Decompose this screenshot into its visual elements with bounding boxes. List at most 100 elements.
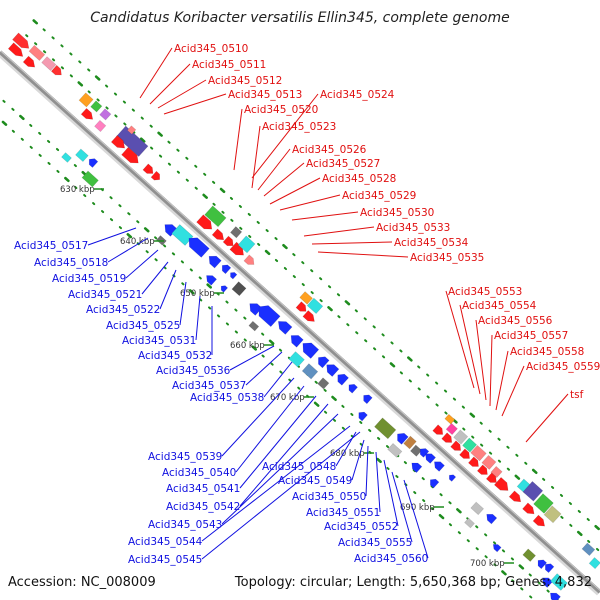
gc-tick	[524, 461, 528, 465]
gene-block	[306, 297, 324, 315]
reverse-label-leader	[107, 237, 149, 263]
reverse-label-leader	[87, 227, 137, 246]
gene-arrow	[230, 272, 238, 280]
forward-gene-label: Acid345_0526	[292, 144, 367, 156]
gene-arrow	[110, 134, 126, 149]
gene-block	[387, 442, 403, 458]
gene-block	[90, 100, 103, 113]
gc-tick	[265, 229, 269, 233]
gc-tick	[248, 234, 252, 238]
gc-tick	[176, 170, 180, 174]
reverse-gene-label: Acid345_0552	[324, 521, 398, 533]
gc-tick	[261, 332, 265, 336]
gene-arrow	[450, 440, 462, 451]
gc-tick	[216, 314, 221, 318]
reverse-gene-label: Acid345_0537	[172, 380, 246, 392]
gc-tick	[25, 34, 29, 38]
gc-tick	[206, 283, 212, 289]
gene-block	[230, 226, 243, 239]
reverse-label-leader	[239, 403, 329, 507]
gc-tick	[163, 266, 167, 270]
gc-tick	[466, 539, 470, 543]
backbone-highlight	[0, 50, 600, 592]
forward-label-leader	[233, 108, 243, 171]
reverse-label-leader	[351, 439, 365, 481]
gc-tick	[109, 196, 113, 200]
forward-label-leader	[459, 304, 481, 395]
gc-tick	[377, 436, 381, 441]
gc-tick	[202, 193, 208, 199]
gc-tick	[219, 187, 226, 194]
gc-tick	[376, 457, 382, 464]
gc-tick	[510, 557, 515, 561]
gene-block	[444, 413, 456, 425]
gc-tick	[426, 395, 430, 399]
gene-block	[61, 152, 72, 163]
gene-block	[470, 501, 485, 516]
gc-tick	[87, 68, 91, 72]
gc-tick	[479, 421, 483, 425]
gc-tick	[323, 388, 327, 392]
reverse-gene-label: Acid345_0542	[166, 501, 240, 513]
gene-arrow	[434, 461, 445, 472]
gc-tick	[408, 379, 412, 383]
gc-tick	[274, 237, 278, 241]
gc-tick	[596, 547, 600, 552]
gc-tick	[452, 397, 457, 401]
gene-arrow	[211, 228, 225, 241]
gc-tick	[417, 365, 421, 369]
gc-tick	[78, 60, 82, 64]
gene-arrow	[397, 432, 409, 445]
gene-arrow	[467, 456, 479, 467]
gc-tick	[221, 210, 225, 214]
gc-tick	[363, 317, 367, 321]
gc-tick	[518, 564, 525, 570]
gc-tick	[292, 253, 296, 257]
forward-label-leader	[251, 93, 319, 179]
forward-label-leader	[257, 148, 291, 191]
gc-tick	[550, 485, 555, 489]
forward-gene-label: Acid345_0558	[510, 346, 584, 358]
gc-tick	[122, 100, 127, 104]
gc-tick	[234, 308, 238, 312]
backbone-line	[0, 50, 600, 594]
reverse-gene-label: Acid345_0540	[162, 467, 236, 479]
gc-tick	[279, 370, 283, 374]
gc-tick	[185, 156, 189, 160]
forward-gene-label: tsf	[570, 389, 584, 401]
gene-arrow	[290, 335, 304, 348]
gc-tick	[243, 316, 247, 320]
gc-tick	[42, 28, 46, 32]
gene-block	[543, 505, 562, 524]
gc-tick	[145, 250, 149, 254]
gc-tick	[422, 499, 426, 503]
gc-tick	[34, 42, 38, 46]
kbp-label: 680 kbp	[330, 449, 365, 459]
gene-block	[464, 517, 475, 529]
gc-tick	[350, 412, 354, 416]
gene-block	[204, 205, 227, 228]
reverse-gene-label: Acid345_0550	[292, 491, 366, 503]
gc-tick	[568, 501, 572, 506]
gc-tick	[480, 443, 484, 447]
gc-tick	[11, 107, 15, 111]
gene-block	[126, 125, 137, 135]
gc-tick	[126, 233, 133, 239]
gene-block	[522, 480, 544, 502]
gc-tick	[32, 19, 39, 25]
gc-tick	[74, 185, 78, 190]
gc-tick	[344, 300, 351, 306]
gc-tick	[501, 570, 507, 576]
gc-tick	[301, 283, 305, 287]
reverse-label-leader	[159, 269, 177, 310]
gene-arrow	[419, 448, 430, 458]
gc-tick	[403, 461, 407, 465]
gc-tick	[239, 226, 243, 230]
gene-arrow	[430, 478, 440, 489]
gc-tick	[313, 401, 320, 407]
gc-tick	[47, 139, 51, 144]
gc-tick	[364, 339, 368, 343]
gc-tick	[301, 261, 305, 265]
gc-tick	[443, 389, 448, 393]
gc-tick	[511, 579, 515, 583]
